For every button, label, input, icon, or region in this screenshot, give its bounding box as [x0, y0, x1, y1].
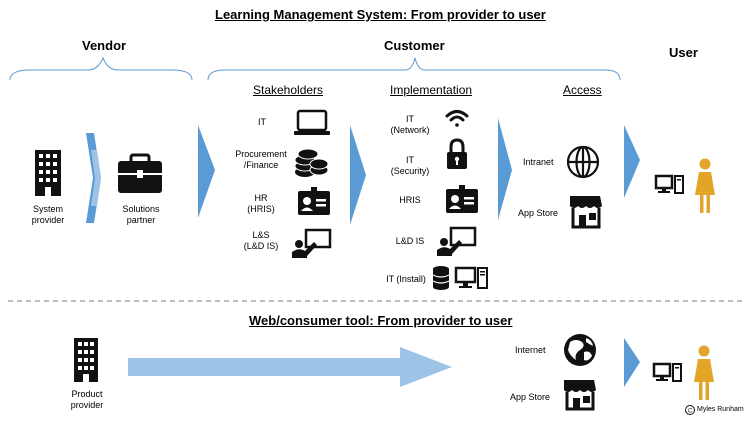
impl-hris-label: HRIS — [399, 195, 421, 205]
vendor-chevrons — [86, 133, 101, 223]
copyright-label: Myles Runham — [697, 406, 744, 413]
impl-ldis-label: L&D IS — [395, 236, 425, 246]
stakeholders-heading: Stakeholders — [253, 83, 324, 97]
main-title: Learning Management System: From provide… — [215, 7, 546, 22]
stakeholder-ld-label: L&S(L&D IS) — [243, 230, 279, 251]
building-icon — [35, 150, 61, 196]
stakeholder-hr-label: HR(HRIS) — [247, 193, 275, 214]
access-heading: Access — [563, 83, 602, 97]
padlock-icon — [447, 138, 467, 169]
user-header: User — [669, 45, 698, 60]
access-app-store-label: App Store — [518, 208, 559, 218]
web-section-title: Web/consumer tool: From provider to user — [249, 313, 513, 328]
database-icon — [432, 266, 450, 290]
earth-globe-icon — [564, 334, 596, 366]
arrow-access-to-user — [624, 125, 640, 198]
desktop-computer-icon — [454, 266, 488, 289]
woman-icon — [695, 158, 715, 213]
arrow-implementation-to-access — [498, 118, 512, 220]
impl-security-label: IT(Security) — [390, 155, 430, 176]
arrow-web-provider-to-user — [128, 347, 452, 387]
building-icon-product — [74, 338, 98, 382]
store-icon-web — [564, 380, 596, 411]
presenter-icon-ldis — [437, 226, 477, 256]
impl-install-label: IT (Install) — [386, 274, 426, 284]
id-badge-icon — [298, 187, 330, 215]
copyright-icon — [685, 405, 695, 415]
implementation-heading: Implementation — [390, 83, 473, 97]
id-badge-icon-hris — [446, 185, 478, 213]
store-icon — [570, 196, 602, 229]
presenter-icon — [292, 228, 332, 258]
customer-bracket — [207, 57, 621, 81]
arrow-vendor-to-customer — [198, 125, 215, 218]
access-intranet-label: Intranet — [523, 157, 554, 167]
impl-network-label: IT(Network) — [390, 114, 430, 135]
desktop-computer-icon-web-user — [652, 362, 682, 382]
wifi-icon — [445, 110, 469, 127]
woman-icon-web — [694, 345, 714, 400]
arrow-stakeholders-to-implementation — [350, 125, 366, 225]
web-app-store-label: App Store — [510, 392, 551, 402]
stakeholder-it-label: IT — [258, 117, 266, 127]
arrow-web-access-to-user — [624, 338, 640, 387]
coins-icon — [294, 148, 329, 177]
vendor-bracket — [9, 56, 193, 81]
web-internet-label: Internet — [515, 345, 546, 355]
globe-icon — [566, 145, 600, 179]
desktop-computer-icon-user — [654, 174, 684, 194]
laptop-icon — [294, 109, 330, 135]
customer-header: Customer — [384, 38, 445, 53]
briefcase-icon — [118, 153, 162, 193]
vendor-header: Vendor — [82, 38, 127, 53]
stakeholder-procurement-label: Procurement/Finance — [235, 149, 287, 170]
svg-text:C: C — [688, 409, 693, 415]
